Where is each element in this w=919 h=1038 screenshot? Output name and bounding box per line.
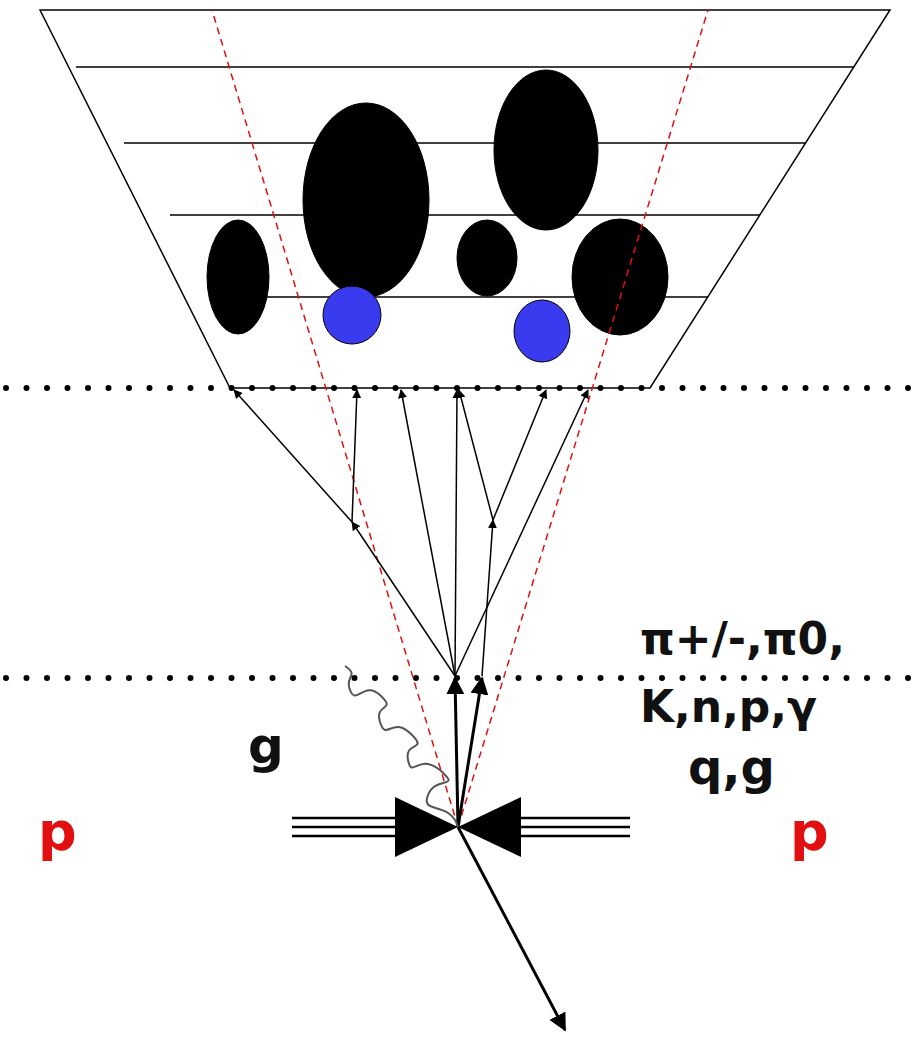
beam-label: p [790, 790, 829, 874]
beam-triangle [395, 797, 521, 857]
hadron-tracks [234, 390, 588, 676]
energy-deposits [207, 70, 668, 362]
calorimeter [40, 10, 890, 388]
parton-tracks [455, 678, 565, 1030]
beam-label: p [38, 790, 77, 874]
parton-label: q,g [688, 730, 775, 804]
jet-cone [212, 10, 708, 827]
particle-list: π+/-,π0, K,n,p,γ [640, 605, 890, 741]
parton-label: g [248, 708, 284, 786]
